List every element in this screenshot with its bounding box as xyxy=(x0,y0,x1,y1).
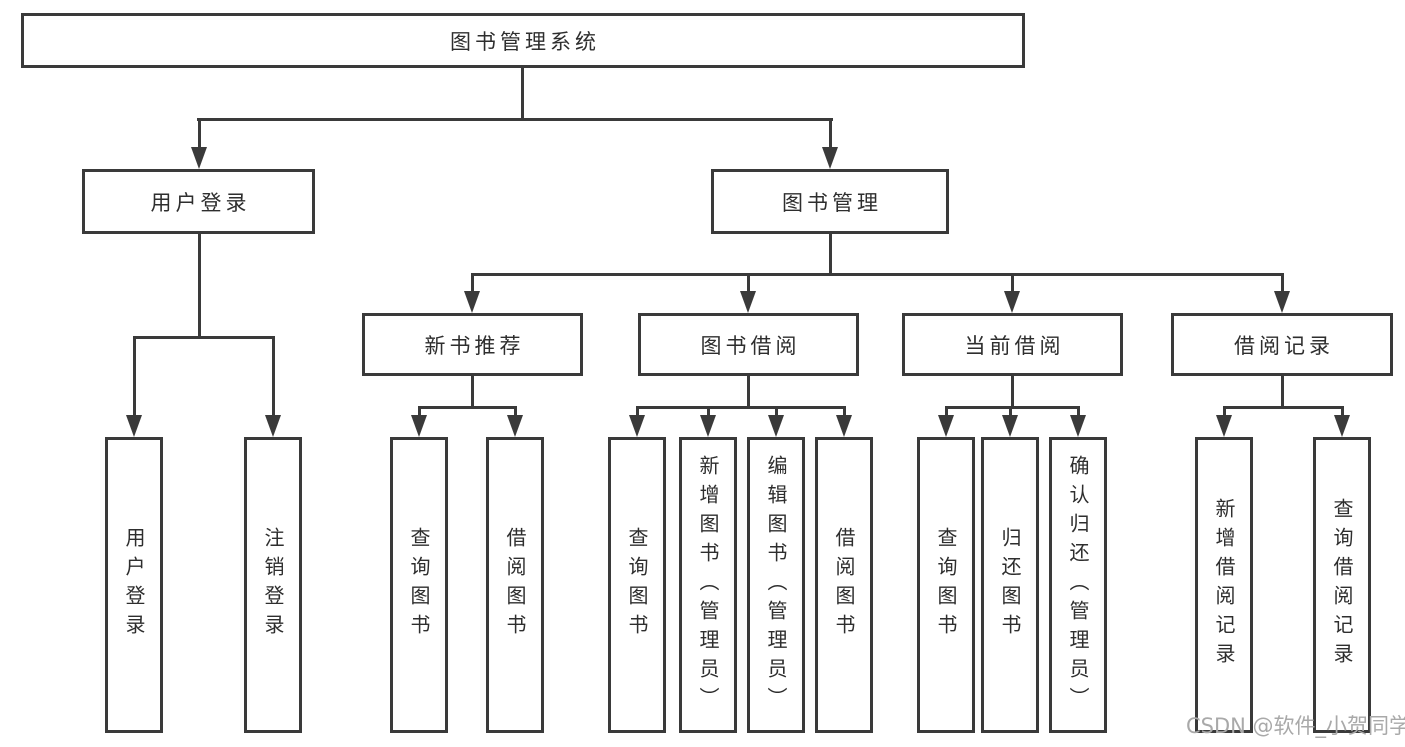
leaf-user-login: 用户登录 xyxy=(105,437,163,733)
arrow-down-icon xyxy=(191,147,207,169)
connector-stem-leaf xyxy=(843,406,846,418)
connector-stem-leaf xyxy=(1341,406,1344,418)
leaf-borrow-books-1-label: 借阅图书 xyxy=(503,527,527,643)
connector-stem-user-login xyxy=(198,118,201,150)
connector-stem-leaf xyxy=(775,406,778,418)
arrow-down-icon xyxy=(1216,415,1232,437)
node-root: 图书管理系统 xyxy=(21,13,1025,68)
connector-newbooks-rail xyxy=(418,406,517,409)
node-book-management: 图书管理 xyxy=(711,169,949,234)
arrow-down-icon xyxy=(629,415,645,437)
connector-level2-rail xyxy=(197,118,833,121)
connector-current-stem xyxy=(1011,374,1014,409)
connector-stem-leaf xyxy=(418,406,421,418)
connector-stem-leaf xyxy=(1223,406,1226,418)
leaf-return-books-label: 归还图书 xyxy=(998,527,1022,643)
node-book-management-label: 图书管理 xyxy=(782,190,882,215)
leaf-query-books-3-label: 查询图书 xyxy=(934,527,958,643)
connector-stem-logout-leaf xyxy=(272,336,275,418)
connector-stem-borrowing xyxy=(747,273,750,294)
arrow-down-icon xyxy=(464,291,480,313)
arrow-down-icon xyxy=(265,415,281,437)
arrow-down-icon xyxy=(938,415,954,437)
connector-borrowing-stem xyxy=(747,374,750,409)
leaf-borrow-books-2-label: 借阅图书 xyxy=(832,527,856,643)
arrow-down-icon xyxy=(836,415,852,437)
csdn-watermark: CSDN @软件_小贺同学 xyxy=(1186,714,1405,738)
node-user-login: 用户登录 xyxy=(82,169,315,234)
arrow-down-icon xyxy=(1070,415,1086,437)
leaf-add-borrow-record: 新增借阅记录 xyxy=(1195,437,1253,733)
connector-borrowing-rail xyxy=(636,406,846,409)
leaf-query-borrow-record: 查询借阅记录 xyxy=(1313,437,1371,733)
connector-newbooks-stem xyxy=(471,374,474,409)
leaf-confirm-return-admin: 确认归还（管理员） xyxy=(1049,437,1107,733)
leaf-query-books-2: 查询图书 xyxy=(608,437,666,733)
leaf-query-books-1-label: 查询图书 xyxy=(407,527,431,643)
arrow-down-icon xyxy=(1002,415,1018,437)
node-book-borrowing-label: 图书借阅 xyxy=(700,333,801,358)
connector-records-rail xyxy=(1223,406,1344,409)
leaf-confirm-return-admin-label: 确认归还（管理员） xyxy=(1066,454,1090,716)
arrow-down-icon xyxy=(768,415,784,437)
connector-stem-login-leaf xyxy=(133,336,136,418)
connector-stem-leaf xyxy=(1077,406,1080,418)
leaf-query-books-3: 查询图书 xyxy=(917,437,975,733)
connector-stem-leaf xyxy=(636,406,639,418)
leaf-add-books-admin: 新增图书（管理员） xyxy=(679,437,737,733)
connector-userlogin-rail xyxy=(133,336,275,339)
arrow-down-icon xyxy=(700,415,716,437)
connector-stem-leaf xyxy=(1009,406,1012,418)
connector-stem-book-mgmt xyxy=(829,118,832,150)
arrow-down-icon xyxy=(1274,291,1290,313)
node-new-book-recommend-label: 新书推荐 xyxy=(424,333,525,358)
leaf-edit-books-admin: 编辑图书（管理员） xyxy=(747,437,805,733)
node-borrowing-records: 借阅记录 xyxy=(1171,313,1393,376)
node-current-borrowing-label: 当前借阅 xyxy=(964,333,1065,358)
arrow-down-icon xyxy=(411,415,427,437)
leaf-user-login-label: 用户登录 xyxy=(122,527,146,643)
connector-userlogin-stem xyxy=(198,234,201,338)
connector-stem-leaf xyxy=(514,406,517,418)
leaf-query-books-2-label: 查询图书 xyxy=(625,527,649,643)
connector-records-stem xyxy=(1281,374,1284,409)
connector-level3-rail xyxy=(471,273,1284,276)
leaf-query-books-1: 查询图书 xyxy=(390,437,448,733)
leaf-logout: 注销登录 xyxy=(244,437,302,733)
node-borrowing-records-label: 借阅记录 xyxy=(1234,333,1334,358)
arrow-down-icon xyxy=(1004,291,1020,313)
connector-root-stem xyxy=(521,68,524,119)
leaf-borrow-books-2: 借阅图书 xyxy=(815,437,873,733)
connector-bookmgmt-stem xyxy=(829,234,832,275)
node-new-book-recommend: 新书推荐 xyxy=(362,313,583,376)
connector-stem-new-books xyxy=(471,273,474,294)
leaf-query-borrow-record-label: 查询借阅记录 xyxy=(1330,498,1354,672)
leaf-borrow-books-1: 借阅图书 xyxy=(486,437,544,733)
leaf-add-books-admin-label: 新增图书（管理员） xyxy=(696,454,720,716)
connector-current-rail xyxy=(945,406,1080,409)
arrow-down-icon xyxy=(740,291,756,313)
leaf-return-books: 归还图书 xyxy=(981,437,1039,733)
leaf-logout-label: 注销登录 xyxy=(261,527,285,643)
node-root-label: 图书管理系统 xyxy=(450,29,600,54)
arrow-down-icon xyxy=(822,147,838,169)
node-book-borrowing: 图书借阅 xyxy=(638,313,859,376)
leaf-edit-books-admin-label: 编辑图书（管理员） xyxy=(764,454,788,716)
node-current-borrowing: 当前借阅 xyxy=(902,313,1123,376)
node-user-login-label: 用户登录 xyxy=(150,190,251,215)
arrow-down-icon xyxy=(126,415,142,437)
connector-stem-leaf xyxy=(945,406,948,418)
connector-stem-current xyxy=(1011,273,1014,294)
leaf-add-borrow-record-label: 新增借阅记录 xyxy=(1212,498,1236,672)
connector-stem-records xyxy=(1281,273,1284,294)
arrow-down-icon xyxy=(1334,415,1350,437)
arrow-down-icon xyxy=(507,415,523,437)
connector-stem-leaf xyxy=(707,406,710,418)
